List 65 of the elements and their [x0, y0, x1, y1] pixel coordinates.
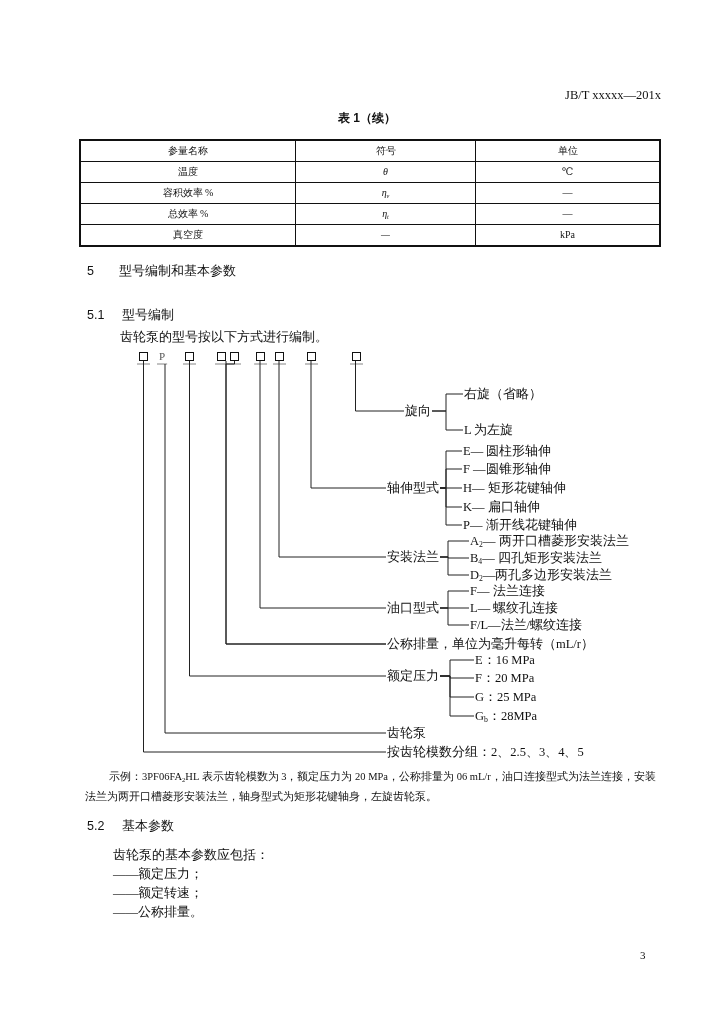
table-cell: 总效率 % [80, 203, 296, 225]
option-label: F：20 MPa [475, 670, 535, 686]
option-label: D$_{2}$—两孔多边形安装法兰 [470, 567, 613, 583]
table-cell: η$_{v}$ [295, 182, 476, 204]
list-item: ——额定转速； [113, 885, 203, 901]
option-label: L 为左旋 [464, 422, 514, 438]
category-label: 按齿轮模数分组：2、2.5、3、4、5 [387, 744, 584, 760]
code-letter: P [159, 348, 166, 364]
list-item: ——额定压力； [113, 866, 203, 882]
option-label: B$_{4}$— 四孔矩形安装法兰 [470, 550, 602, 566]
placeholder-box [230, 352, 239, 361]
example-paragraph: 示例：3PF06FA$_{2}$HL 表示齿轮模数为 3，额定压力为 20 MPa，公称排量为 06 mL/r，油口连接型式为法兰连接，安装法兰为两开口槽菱形安装法兰，轴身型式为矩形花键轴身，左旋齿轮泵。 [85, 770, 657, 804]
leader-line [310, 360, 387, 489]
placeholder-box [307, 352, 316, 361]
table-header-cell: 符号 [295, 140, 476, 162]
table-header-cell: 参量名称 [80, 140, 296, 162]
table-cell: 温度 [80, 161, 296, 183]
option-label: H— 矩形花键轴伸 [463, 480, 566, 496]
leader-line [355, 360, 405, 412]
placeholder-box [185, 352, 194, 361]
table-cell: 容积效率 % [80, 182, 296, 204]
table-caption: 表 1（续） [338, 110, 396, 126]
placeholder-box [352, 352, 361, 361]
option-label: 右旋（省略） [464, 386, 542, 402]
bracket-line [439, 487, 463, 526]
page-header: JB/T xxxxx—201x [565, 87, 661, 103]
category-label: 齿轮泵 [387, 725, 426, 741]
option-label: E：16 MPa [475, 652, 535, 668]
leader-line [225, 360, 387, 645]
bracket-line [439, 675, 475, 717]
placeholder-box [275, 352, 284, 361]
body-text: 齿轮泵的基本参数应包括： [113, 847, 269, 863]
section-heading: 5.1 型号编制 [87, 307, 174, 323]
option-label: E— 圆柱形轴伸 [463, 443, 552, 459]
option-label: A$_{2}$— 两开口槽菱形安装法兰 [470, 533, 629, 549]
bracket-line [431, 410, 464, 431]
section-heading: 5.2 基本参数 [87, 818, 174, 834]
section-heading: 5 型号编制和基本参数 [87, 263, 237, 279]
bracket-line [439, 607, 470, 626]
option-label: G$_{b}$：28MPa [475, 708, 538, 724]
leader-line [189, 360, 387, 677]
leader-line [278, 360, 387, 558]
placeholder-box [217, 352, 226, 361]
option-label: K— 扁口轴伸 [463, 499, 540, 515]
option-label: P— 渐开线花键轴伸 [463, 517, 577, 533]
category-label: 旋向 [405, 403, 431, 419]
placeholder-box [139, 352, 148, 361]
category-label: 油口型式 [387, 600, 439, 616]
option-label: F —圆锥形轴伸 [463, 461, 551, 477]
category-label: 额定压力 [387, 668, 439, 684]
option-label: L— 螺纹孔连接 [470, 600, 559, 616]
category-label: 安装法兰 [387, 549, 439, 565]
page-number: 3 [640, 948, 646, 963]
category-label: 轴伸型式 [387, 480, 439, 496]
category-label: 公称排量，单位为毫升每转（mL/r） [387, 636, 594, 652]
option-label: G：25 MPa [475, 689, 537, 705]
list-item: ——公称排量。 [113, 904, 203, 920]
table-cell: θ [295, 161, 476, 183]
option-label: F— 法兰连接 [470, 583, 545, 599]
leader-line [259, 360, 387, 609]
placeholder-box [256, 352, 265, 361]
body-text: 齿轮泵的型号按以下方式进行编制。 [120, 329, 328, 345]
option-label: F/L—法兰/螺纹连接 [470, 617, 583, 633]
bracket-line [439, 556, 470, 576]
table-cell: η$_{t}$ [295, 203, 476, 225]
